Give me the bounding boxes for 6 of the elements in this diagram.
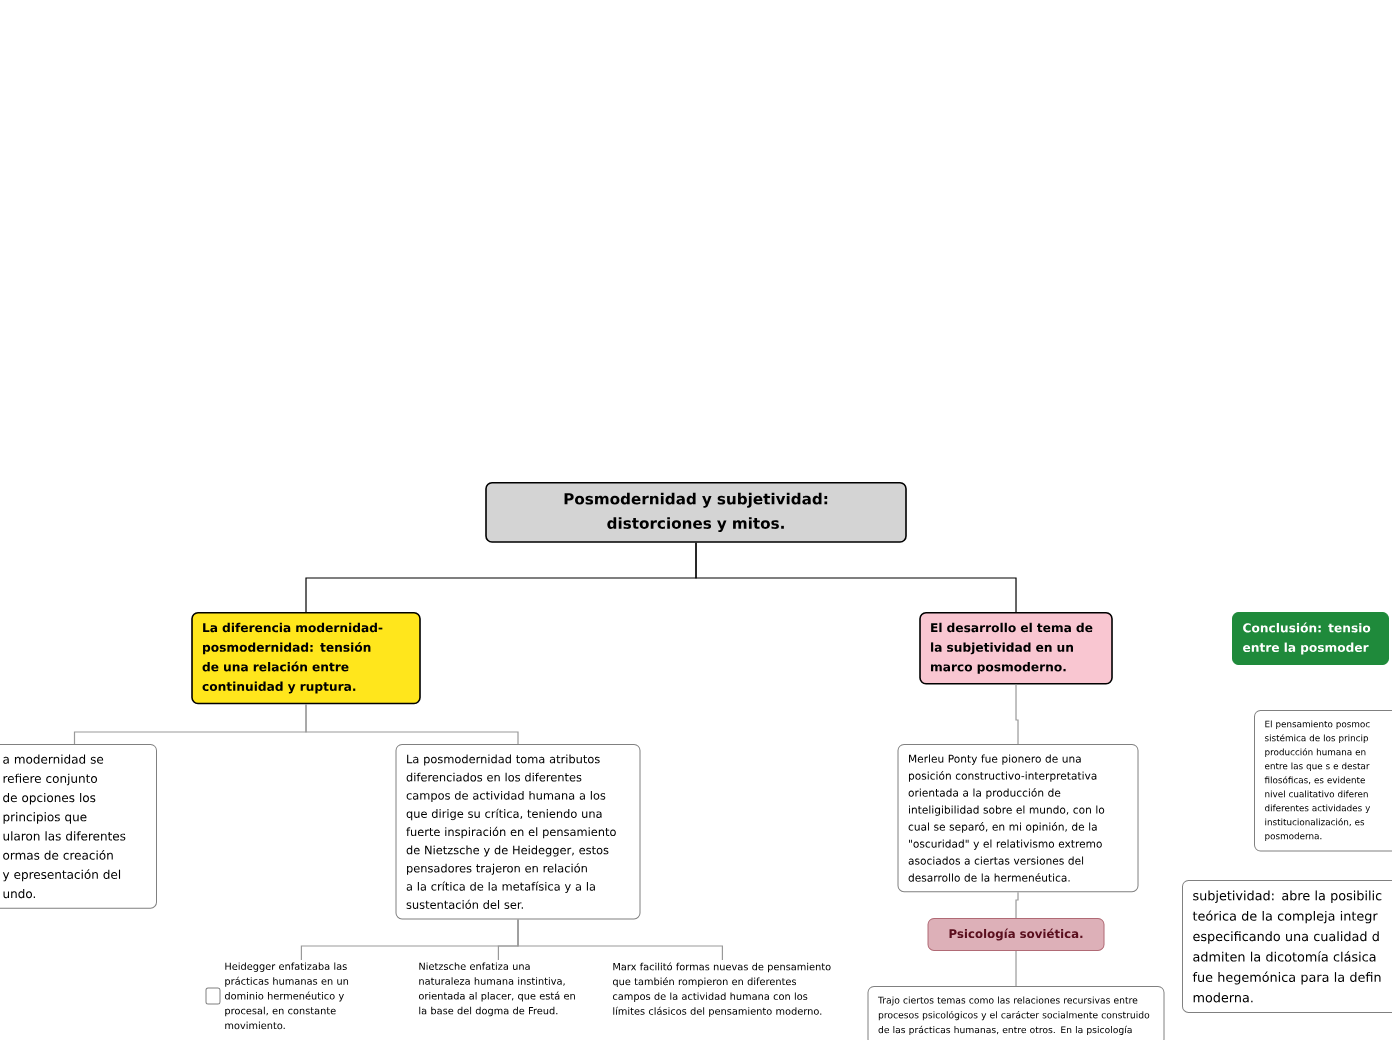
connector-line xyxy=(1015,684,1019,745)
connector-line xyxy=(517,918,723,961)
connector-line xyxy=(1015,950,1017,987)
connector-line xyxy=(1015,891,1019,919)
connector-line xyxy=(305,703,519,745)
connector-line xyxy=(695,542,1017,613)
